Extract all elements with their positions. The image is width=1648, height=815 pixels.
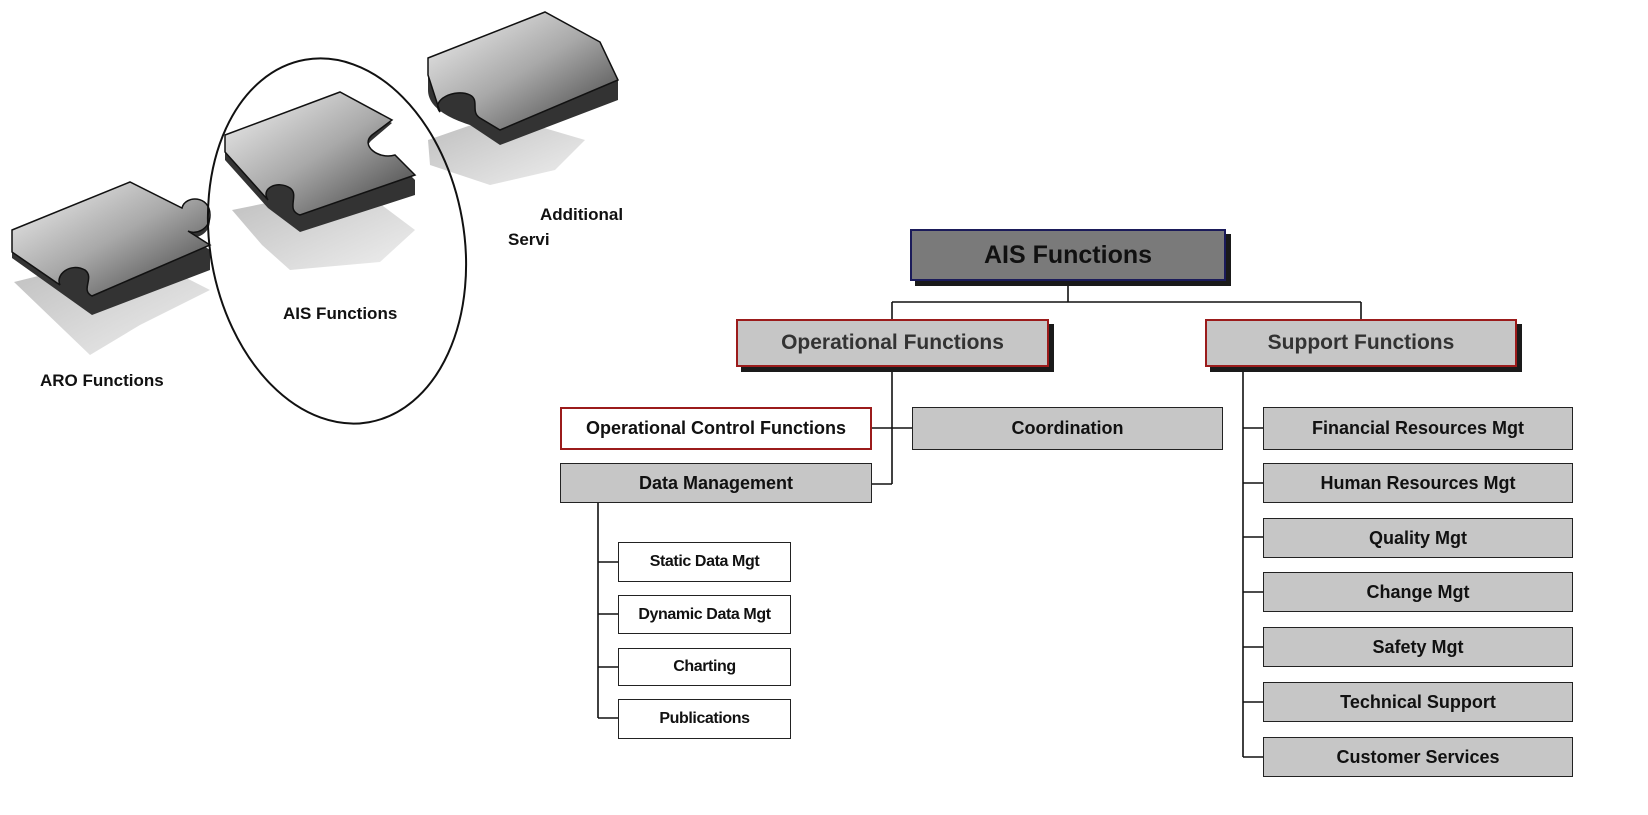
data-item-label: Publications bbox=[659, 710, 750, 727]
data-item-label: Static Data Mgt bbox=[649, 553, 760, 570]
data-item-box: Publications bbox=[618, 699, 791, 739]
support-functions-label: Support Functions bbox=[1267, 331, 1455, 354]
operational-functions-label: Operational Functions bbox=[781, 331, 1004, 354]
additional-piece-shadow bbox=[428, 115, 585, 185]
additional-label-2: Servi bbox=[508, 230, 550, 249]
ais-functions-puzzle-label: AIS Functions bbox=[283, 304, 398, 323]
support-item-label: Customer Services bbox=[1336, 746, 1500, 767]
root-box: AIS Functions bbox=[910, 229, 1226, 281]
operational-control-box: Operational Control Functions bbox=[560, 407, 872, 450]
aro-puzzle-piece bbox=[11, 181, 212, 315]
support-functions-box: Support Functions bbox=[1205, 319, 1517, 367]
support-item-box: Human Resources Mgt bbox=[1263, 463, 1573, 503]
support-item-box: Financial Resources Mgt bbox=[1263, 407, 1573, 450]
ais-puzzle-piece bbox=[224, 91, 417, 232]
operational-control-label: Operational Control Functions bbox=[586, 418, 846, 438]
support-item-label: Safety Mgt bbox=[1372, 636, 1464, 657]
data-item-box: Static Data Mgt bbox=[618, 542, 791, 582]
data-item-label: Charting bbox=[673, 658, 736, 675]
support-item-label: Change Mgt bbox=[1366, 581, 1470, 602]
aro-functions-label: ARO Functions bbox=[40, 371, 164, 390]
support-item-label: Human Resources Mgt bbox=[1320, 472, 1516, 493]
support-item-box: Change Mgt bbox=[1263, 572, 1573, 612]
additional-puzzle-piece bbox=[427, 11, 620, 145]
support-item-box: Technical Support bbox=[1263, 682, 1573, 722]
coordination-box: Coordination bbox=[912, 407, 1223, 450]
root-label: AIS Functions bbox=[983, 240, 1153, 269]
additional-label: Additional bbox=[540, 205, 624, 224]
operational-functions-box: Operational Functions bbox=[736, 319, 1049, 367]
support-item-label: Technical Support bbox=[1340, 691, 1496, 712]
support-item-box: Quality Mgt bbox=[1263, 518, 1573, 558]
data-management-label: Data Management bbox=[638, 472, 794, 493]
support-item-box: Safety Mgt bbox=[1263, 627, 1573, 667]
data-management-box: Data Management bbox=[560, 463, 872, 503]
support-item-label: Quality Mgt bbox=[1369, 527, 1467, 548]
coordination-label: Coordination bbox=[1011, 418, 1124, 438]
support-item-box: Customer Services bbox=[1263, 737, 1573, 777]
data-item-box: Dynamic Data Mgt bbox=[618, 595, 791, 634]
data-item-label: Dynamic Data Mgt bbox=[638, 605, 771, 623]
data-item-box: Charting bbox=[618, 648, 791, 686]
support-item-label: Financial Resources Mgt bbox=[1311, 418, 1525, 438]
ais-highlight-ellipse bbox=[206, 57, 468, 425]
